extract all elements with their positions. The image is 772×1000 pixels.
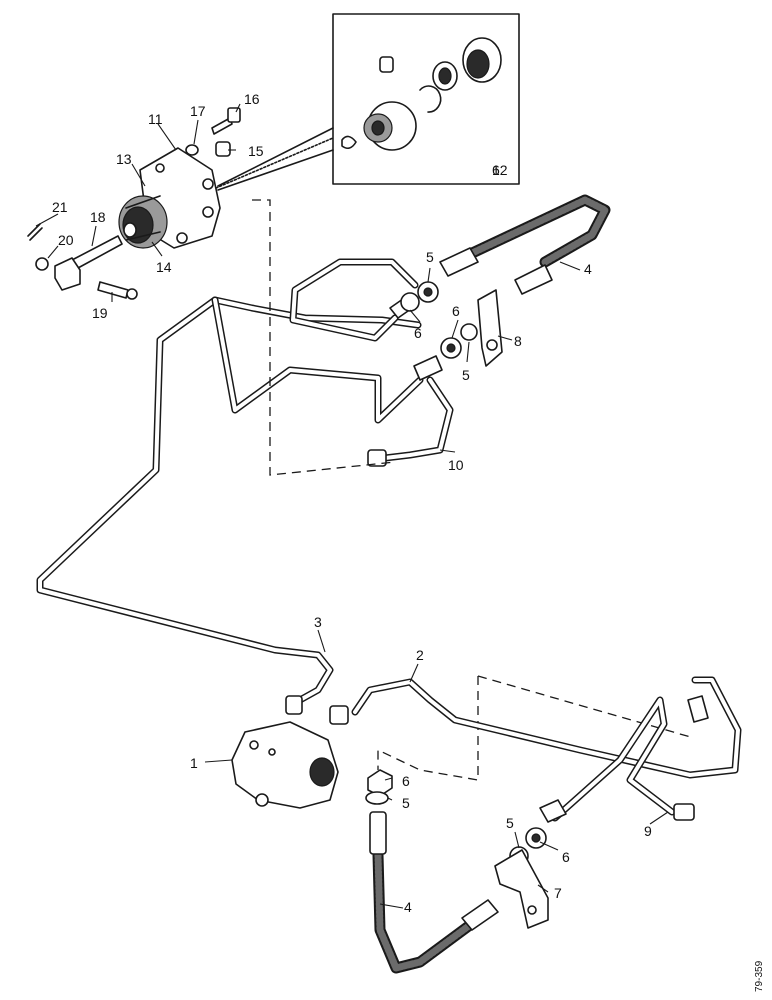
callout-label: 16 (244, 91, 260, 107)
callout-label: 15 (248, 143, 264, 159)
pipe-9 (539, 696, 695, 823)
callout-label: 1 (190, 755, 198, 771)
callout-label: 8 (514, 333, 522, 349)
callout-label: 12 (492, 162, 508, 178)
callout-label: 20 (58, 232, 74, 248)
lower-fixings (365, 769, 549, 929)
callout-label: 10 (448, 457, 464, 473)
pipe-3 (36, 296, 424, 715)
callout-label: 4 (584, 261, 592, 277)
callout-label: 2 (416, 647, 424, 663)
callout-label: 21 (52, 199, 68, 215)
callout-label: 3 (314, 614, 322, 630)
callout-label: 14 (156, 259, 172, 275)
callout-label: 5 (402, 795, 410, 811)
flexible-hose-upper (439, 194, 611, 295)
callout-label: 5 (462, 367, 470, 383)
slave-cylinder (118, 107, 241, 249)
callout-label: 6 (562, 849, 570, 865)
callout-label: 7 (554, 885, 562, 901)
callout-label: 13 (116, 151, 132, 167)
push-rod-assembly (27, 223, 138, 300)
callout-label: 9 (644, 823, 652, 839)
callout-leaders (35, 103, 669, 909)
callout-labels: 1 2 3 4 4 5 5 5 5 6 6 6 6 7 8 9 10 11 12… (52, 91, 652, 915)
callout-label: 19 (92, 305, 108, 321)
callout-label: 18 (90, 209, 106, 225)
flexible-hose-lower (369, 811, 499, 974)
callout-label: 5 (506, 815, 514, 831)
figure-reference: 79-359 (754, 960, 765, 992)
pipe-loop-upper (289, 258, 419, 342)
inset-box-slave-cylinder-kit: 6 (215, 13, 520, 191)
upper-fixings (400, 281, 503, 367)
callout-label: 17 (190, 103, 206, 119)
callout-label: 11 (148, 111, 163, 127)
callout-label: 5 (426, 249, 434, 265)
pipe-2 (329, 676, 742, 779)
callout-label: 6 (414, 325, 422, 341)
callout-label: 6 (492, 162, 500, 178)
callout-label: 4 (404, 899, 412, 915)
callout-label: 6 (402, 773, 410, 789)
callout-label: 6 (452, 303, 460, 319)
pressure-valve (231, 721, 339, 809)
